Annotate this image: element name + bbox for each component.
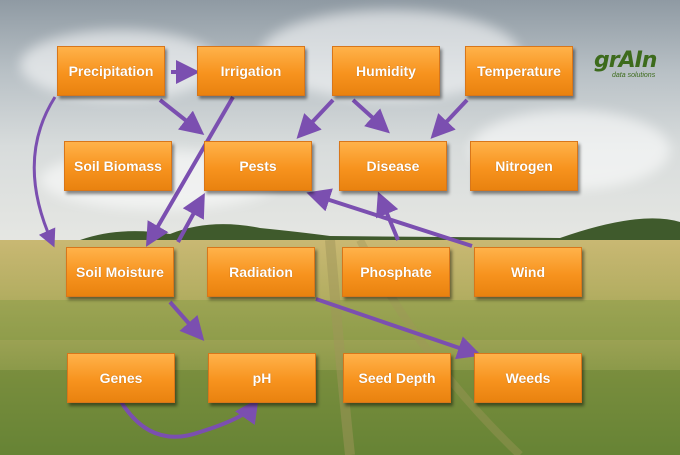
node-soil-moisture: Soil Moisture [66,247,174,297]
node-weeds: Weeds [474,353,582,403]
node-humidity: Humidity [332,46,440,96]
node-pests: Pests [204,141,312,191]
node-temperature: Temperature [465,46,573,96]
node-radiation: Radiation [207,247,315,297]
node-soil-biomass: Soil Biomass [64,141,172,191]
node-genes: Genes [67,353,175,403]
node-phosphate: Phosphate [342,247,450,297]
node-precipitation: Precipitation [57,46,165,96]
node-wind: Wind [474,247,582,297]
logo-wordmark: grAIn [594,48,657,73]
node-irrigation: Irrigation [197,46,305,96]
node-seed-depth: Seed Depth [343,353,451,403]
grain-logo: grAIn data solutions [594,46,668,82]
node-disease: Disease [339,141,447,191]
node-ph: pH [208,353,316,403]
logo-tagline: data solutions [612,72,656,79]
node-nitrogen: Nitrogen [470,141,578,191]
